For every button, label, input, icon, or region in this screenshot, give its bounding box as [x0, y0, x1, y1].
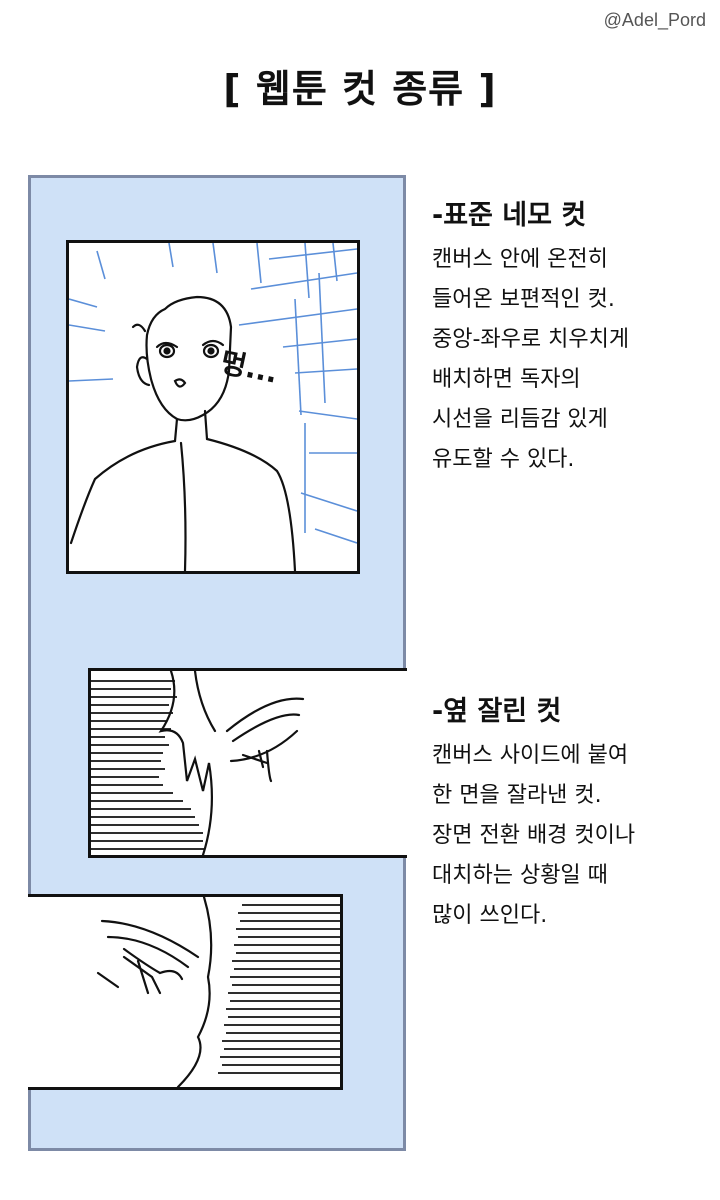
watermark: @Adel_Pord	[603, 10, 706, 30]
description-standard-panel: -표준 네모 컷 캔버스 안에 온전히 들어온 보편적인 컷. 중앙-좌우로 치…	[432, 200, 712, 480]
panel-illustration: 멍...	[69, 243, 357, 571]
speed-lines	[218, 904, 340, 1074]
description-side-cut-panel: -옆 잘린 컷 캔버스 사이드에 붙여 한 면을 잘라낸 컷. 장면 전환 배경…	[432, 696, 712, 936]
side-cut-panel-left	[28, 894, 343, 1090]
page-title: [ 웹툰 컷 종류 ]	[223, 67, 497, 111]
panel-illustration-eye-left	[96, 897, 340, 1087]
side-cut-panel-right	[88, 668, 407, 858]
character-drawing	[69, 295, 297, 571]
description-line: 장면 전환 배경 컷이나	[432, 823, 636, 849]
description-line: 유도할 수 있다.	[432, 447, 575, 473]
description-line: 많이 쓰인다.	[432, 903, 548, 929]
speed-lines	[91, 680, 205, 850]
section-heading-side-cut: -옆 잘린 컷	[432, 696, 562, 727]
description-line: 한 면을 잘라낸 컷.	[432, 783, 602, 809]
face-drawing	[158, 671, 305, 855]
description-line: 캔버스 안에 온전히	[432, 247, 608, 273]
face-drawing	[96, 897, 213, 1087]
panel-illustration-eye-right	[91, 671, 305, 855]
standard-square-panel: 멍...	[66, 240, 360, 574]
description-line: 배치하면 독자의	[432, 367, 581, 393]
focus-lines	[69, 243, 357, 544]
description-line: 중앙-좌우로 치우치게	[432, 327, 630, 353]
description-line: 캔버스 사이드에 붙여	[432, 743, 629, 769]
description-line: 대치하는 상황일 때	[432, 863, 608, 889]
section-heading-standard: -표준 네모 컷	[432, 200, 587, 231]
description-line: 시선을 리듬감 있게	[432, 407, 608, 433]
description-line: 들어온 보편적인 컷.	[432, 287, 615, 313]
